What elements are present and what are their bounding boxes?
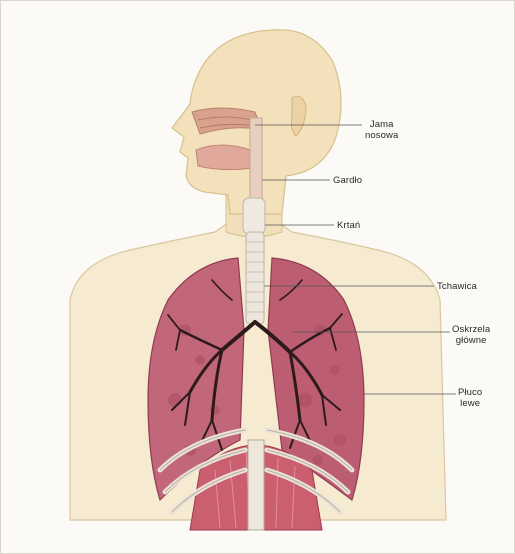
label-main-bronchi: Oskrzela główne	[452, 324, 490, 346]
larynx	[243, 198, 265, 234]
label-pharynx: Gardło	[333, 175, 362, 186]
label-nasal-cavity: Jama nosowa	[365, 119, 398, 141]
pharynx	[250, 118, 262, 200]
trachea	[246, 232, 264, 324]
label-left-lung: Płuco lewe	[458, 387, 482, 409]
oral-cavity	[196, 145, 252, 170]
label-trachea: Tchawica	[437, 281, 477, 292]
label-larynx: Krtań	[337, 220, 360, 231]
spine	[248, 440, 264, 530]
